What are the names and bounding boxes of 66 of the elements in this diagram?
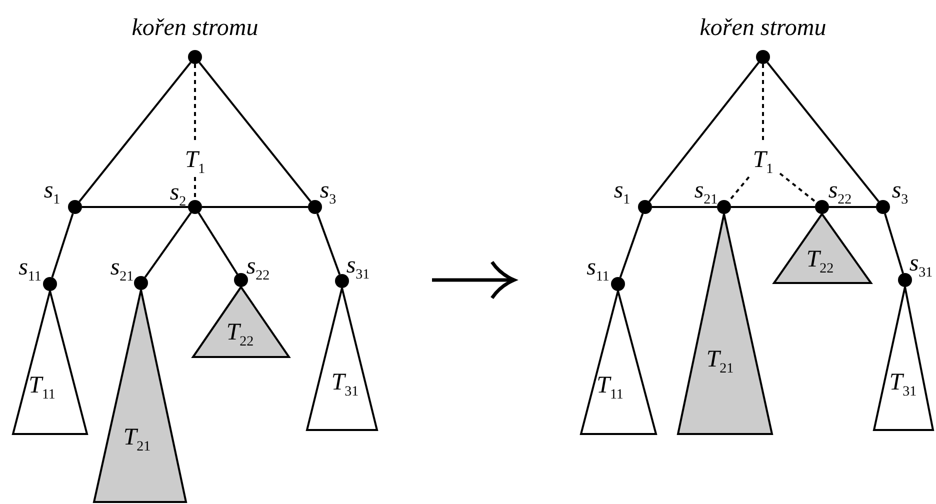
node-label: s$_{31}$ bbox=[909, 252, 933, 280]
node-label: s$_{21}$ bbox=[694, 178, 718, 208]
tree-node-dot bbox=[611, 277, 625, 291]
tree-node-dot bbox=[815, 200, 829, 214]
node-label: s$_{3}$ bbox=[892, 178, 908, 208]
node-label: kořen stromu bbox=[132, 16, 258, 40]
tree-edge bbox=[202, 206, 308, 208]
tree-node-dot bbox=[188, 50, 202, 64]
dashed-path-line bbox=[194, 177, 196, 200]
subtree-triangle bbox=[873, 286, 934, 431]
tree-edge bbox=[78, 62, 192, 202]
tree-edge bbox=[82, 206, 188, 208]
node-label: s$_{22}$ bbox=[246, 254, 270, 284]
subtree-label: T$_{11}$ bbox=[28, 374, 56, 402]
tree-node-dot bbox=[308, 200, 322, 214]
tree-node-dot bbox=[134, 276, 148, 290]
node-label: s$_{22}$ bbox=[828, 178, 852, 208]
subtree-triangle bbox=[773, 213, 872, 284]
tree-node-dot bbox=[717, 200, 731, 214]
subtree-triangle bbox=[93, 289, 187, 503]
subtree-label: T$_{1}$ bbox=[178, 143, 212, 177]
tree-edge bbox=[884, 213, 904, 274]
tree-node-dot bbox=[898, 273, 912, 287]
dashed-path-line bbox=[779, 172, 818, 204]
tree-edge bbox=[316, 213, 341, 275]
tree-edge bbox=[766, 62, 880, 202]
tree-edge bbox=[198, 62, 312, 202]
subtree-label: T$_{21}$ bbox=[123, 426, 151, 454]
node-label: s$_{1}$ bbox=[44, 178, 60, 208]
tree-node-dot bbox=[876, 200, 890, 214]
tree-edge bbox=[648, 62, 760, 202]
node-label: s$_{11}$ bbox=[586, 256, 610, 284]
subtree-label: T$_{21}$ bbox=[706, 348, 734, 376]
subtree-triangle bbox=[580, 290, 657, 435]
node-label: s$_{3}$ bbox=[320, 178, 336, 208]
node-label: s$_{21}$ bbox=[110, 256, 134, 284]
tree-edge bbox=[144, 212, 192, 278]
dashed-path-line bbox=[194, 64, 196, 143]
tree-node-dot bbox=[756, 50, 770, 64]
dashed-path-line bbox=[762, 64, 764, 143]
subtree-label: T$_{31}$ bbox=[331, 370, 359, 400]
tree-node-dot bbox=[638, 200, 652, 214]
tree-node-dot bbox=[335, 274, 349, 288]
subtree-label: T$_{22}$ bbox=[226, 320, 254, 350]
subtree-label: T$_{31}$ bbox=[889, 370, 917, 400]
subtree-label: T$_{22}$ bbox=[806, 248, 834, 276]
tree-node-dot bbox=[43, 277, 57, 291]
node-label: s$_{11}$ bbox=[18, 256, 42, 284]
tree-node-dot bbox=[234, 273, 248, 287]
tree-edge bbox=[619, 213, 644, 278]
subtree-triangle bbox=[192, 286, 290, 358]
node-label: s$_{1}$ bbox=[614, 178, 630, 208]
subtree-triangle bbox=[306, 287, 378, 431]
tree-edge bbox=[198, 212, 238, 275]
subtree-triangle bbox=[12, 290, 88, 435]
node-label: s$_{2}$ bbox=[170, 180, 186, 210]
tree-edge bbox=[51, 213, 74, 278]
tree-edge bbox=[829, 206, 876, 208]
subtree-label: T$_{1}$ bbox=[746, 143, 780, 177]
subtree-label: T$_{11}$ bbox=[596, 374, 624, 402]
node-label: kořen stromu bbox=[700, 16, 826, 40]
tree-node-dot bbox=[188, 200, 202, 214]
tree-edge bbox=[652, 206, 717, 208]
node-label: s$_{31}$ bbox=[346, 254, 370, 282]
tree-node-dot bbox=[68, 200, 82, 214]
tree-edge bbox=[731, 206, 815, 208]
